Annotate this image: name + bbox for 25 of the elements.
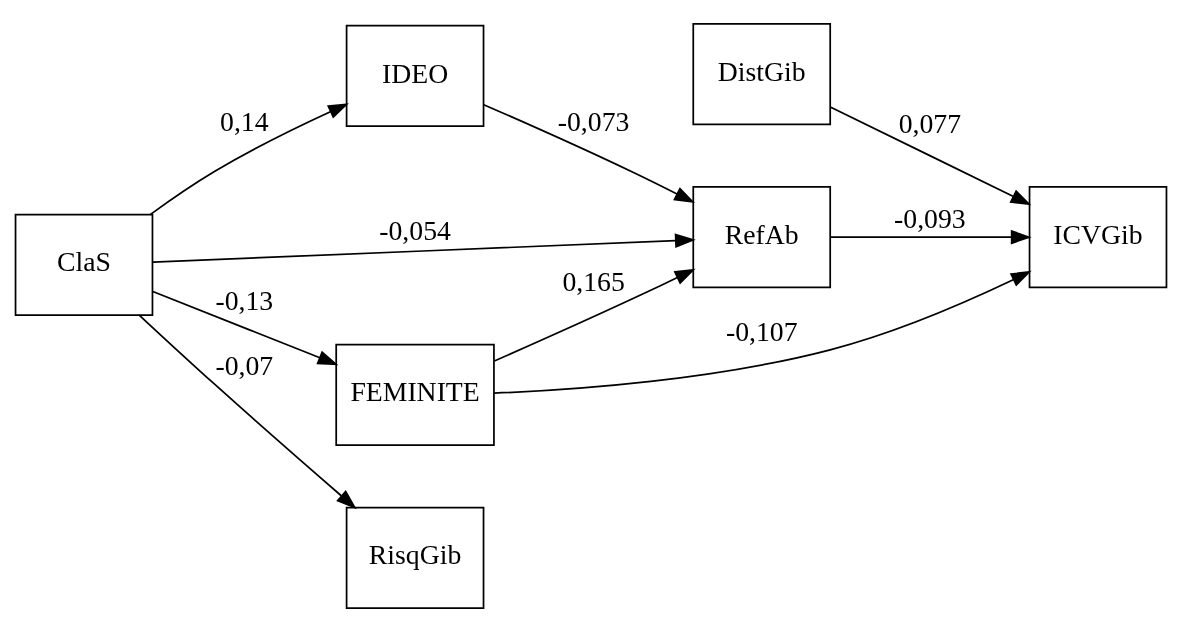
node-box: RefAb: [692, 186, 832, 289]
arrow: [829, 106, 1032, 206]
node-box: RisqGib: [345, 506, 485, 609]
arrow: [493, 268, 696, 362]
edge-label: 0,14: [220, 106, 269, 138]
node-box: IDEO: [345, 24, 485, 128]
edge-label: -0,093: [894, 203, 966, 235]
arrow: [829, 229, 1032, 245]
arrow: [152, 233, 696, 263]
node-box: DistGib: [692, 23, 832, 126]
node-box: ClaS: [14, 213, 154, 316]
node-box: ICVGib: [1028, 186, 1168, 289]
edge-label: 0,077: [898, 107, 962, 139]
edge-label: -0,13: [215, 284, 274, 316]
arrow: [149, 103, 349, 216]
edge-label: -0,054: [379, 215, 451, 247]
edge-label: -0,073: [557, 106, 630, 138]
arrow: [482, 103, 695, 204]
edge-label: 0,165: [562, 265, 625, 297]
node-box: FEMINITE: [335, 343, 495, 446]
edge-label: -0,07: [215, 350, 274, 382]
edge-label: -0,107: [725, 315, 798, 347]
arrow: [151, 290, 339, 366]
arrow: [493, 270, 1032, 394]
arrow: [138, 314, 357, 510]
